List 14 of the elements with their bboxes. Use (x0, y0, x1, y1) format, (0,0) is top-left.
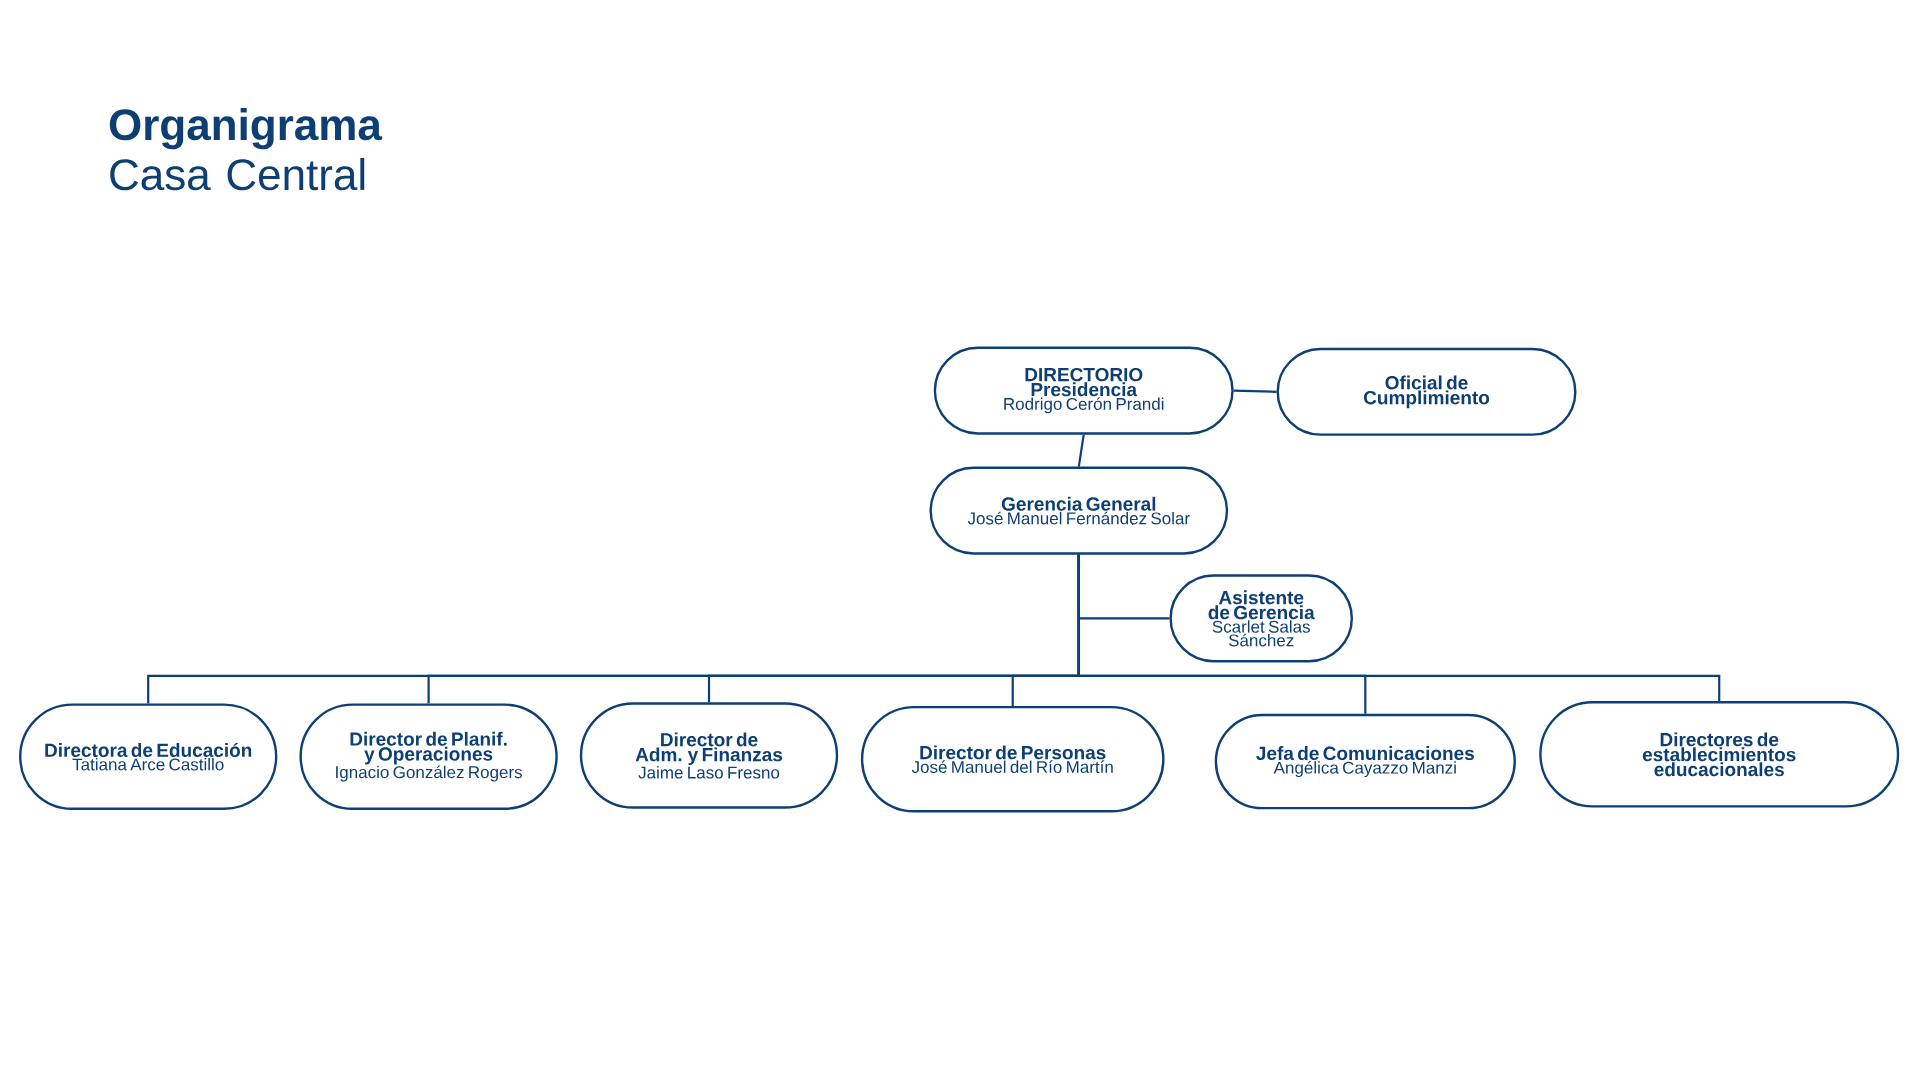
org-box: Oficial de Cumplimiento (1276, 347, 1577, 436)
org-box: Director de Planif. y Operaciones Ignacio González Rogers (299, 703, 558, 810)
connector-line (1077, 434, 1085, 467)
org-box: Directores de establecimientos educacionales (1539, 701, 1900, 808)
org-box: Director de Personas José Manuel del Río Martín (860, 705, 1165, 813)
connector-line (1077, 554, 1721, 702)
org-box: DIRECTORIO Presidencia Rodrigo Cerón Prandi (933, 346, 1234, 435)
title: Organigrama Casa Central (109, 108, 383, 191)
org-box: Directora de Educación Tatiana Arce Castillo (19, 703, 278, 810)
org-box: Jefa de Comunicaciones Angélica Cayazzo Manzi (1214, 713, 1516, 810)
org-box: Director de Adm. y Finanzas Jaime Laso Fresno (579, 702, 839, 809)
connector-line (1233, 389, 1277, 393)
org-box: Asistente de Gerencia Scarlet Salas Sánchez (1169, 574, 1353, 663)
org-box: Gerencia General José Manuel Fernández Solar (929, 466, 1229, 555)
